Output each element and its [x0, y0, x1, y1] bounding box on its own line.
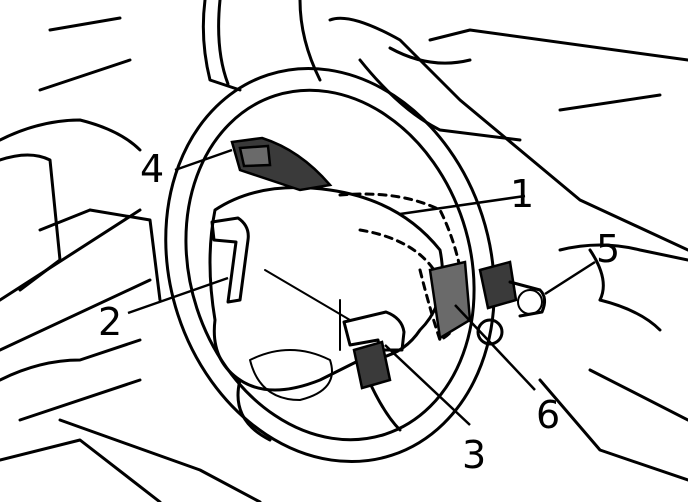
component-6-column: [428, 260, 504, 346]
component-4-switch: [230, 136, 333, 192]
callout-4: 4: [140, 147, 164, 191]
component-2-switch: [210, 216, 250, 304]
component-3-switch: [342, 310, 406, 390]
callout-6: 6: [536, 393, 560, 437]
callout-2: 2: [98, 300, 122, 344]
leader-lines: [127, 148, 596, 426]
steering-wheel-rim: [164, 66, 496, 464]
callout-3: 3: [462, 433, 486, 477]
callout-5: 5: [596, 227, 620, 271]
dashed-zone: [338, 192, 467, 342]
airbag-pad: [208, 186, 444, 401]
component-5-connector: [478, 260, 547, 318]
callout-1: 1: [510, 172, 534, 216]
